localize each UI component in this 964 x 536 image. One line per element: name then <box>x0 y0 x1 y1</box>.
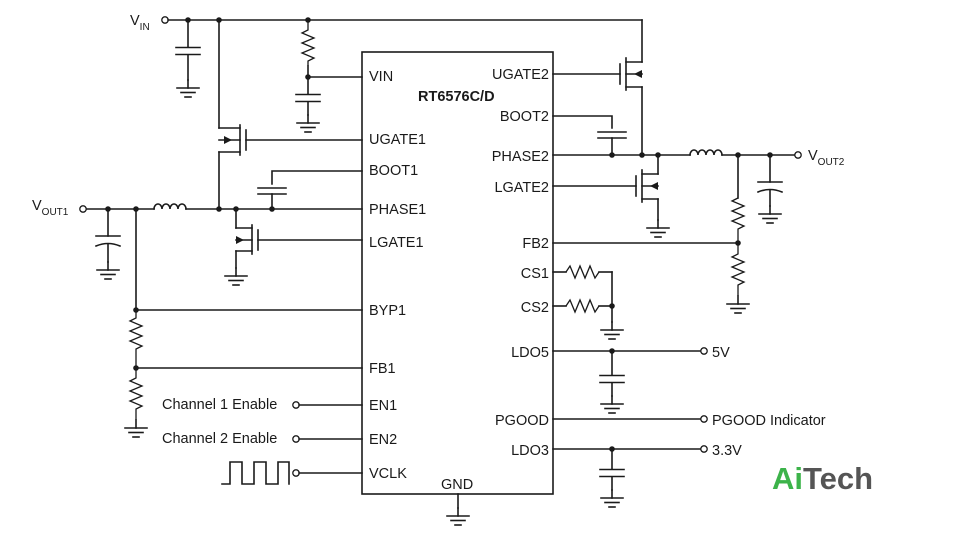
ldo3-ground <box>600 489 624 508</box>
vout1-label: VOUT1 <box>32 198 69 218</box>
control-inputs: Channel 1 Enable Channel 2 Enable <box>162 397 363 485</box>
pin-ldo3: LDO3 <box>511 443 549 459</box>
fb1-lower-resistor <box>128 368 144 420</box>
en1-input-label: Channel 1 Enable <box>162 397 277 413</box>
ldo3-capacitor <box>599 468 625 478</box>
cs1-resistor <box>565 264 600 280</box>
vin-net: VIN <box>130 13 643 133</box>
chip-ground-symbol <box>446 507 470 526</box>
ldo3-output-label: 3.3V <box>712 443 742 459</box>
vin-cap-ground <box>176 79 200 98</box>
cs-ground <box>600 321 624 340</box>
fb2-ground <box>726 295 750 314</box>
pin-boot1: BOOT1 <box>369 163 418 179</box>
vin-input-capacitor <box>175 46 201 56</box>
pin-en2: EN2 <box>369 432 397 448</box>
ldo5-capacitor <box>599 374 625 384</box>
pin-fb2: FB2 <box>522 236 549 252</box>
pgood-output-label: PGOOD Indicator <box>712 413 826 429</box>
q2-ground <box>224 267 248 286</box>
pin-phase2: PHASE2 <box>492 149 549 165</box>
pin-gnd: GND <box>441 477 473 493</box>
fb1-ground <box>124 419 148 438</box>
ldo-outputs: 5V PGOOD Indicator 3.3V <box>552 345 826 508</box>
pin-cs2: CS2 <box>521 300 549 316</box>
vout1-terminal <box>79 205 87 213</box>
pin-lgate1: LGATE1 <box>369 235 424 251</box>
vout2-cap-ground <box>758 205 782 224</box>
channel1-power-stage: VOUT1 <box>32 19 363 438</box>
fb2-lower-resistor <box>730 243 746 296</box>
fb1-upper-resistor <box>128 310 144 368</box>
current-sense-network <box>552 264 624 340</box>
pin-lgate2: LGATE2 <box>494 180 549 196</box>
ldo5-ground <box>600 395 624 414</box>
chip-name: RT6576C/D <box>418 89 495 105</box>
fb2-upper-resistor <box>730 197 746 243</box>
ldo5-output-label: 5V <box>712 345 730 361</box>
vin-label: VIN <box>130 13 150 33</box>
en2-input-label: Channel 2 Enable <box>162 431 277 447</box>
channel2-power-stage: VOUT2 <box>552 19 845 314</box>
vout2-label: VOUT2 <box>808 148 845 168</box>
l2-inductor <box>689 149 723 156</box>
cs2-resistor <box>565 298 600 314</box>
vin-filter-capacitor <box>295 93 321 103</box>
pin-ugate1: UGATE1 <box>369 132 426 148</box>
pin-byp1: BYP1 <box>369 303 406 319</box>
vin-filter-ground <box>296 114 320 133</box>
pin-pgood: PGOOD <box>495 413 549 429</box>
pin-vin: VIN <box>369 69 393 85</box>
q4-ground <box>646 219 670 238</box>
pin-en1: EN1 <box>369 398 397 414</box>
pin-vclk: VCLK <box>369 466 407 482</box>
pin-phase1: PHASE1 <box>369 202 426 218</box>
pin-cs1: CS1 <box>521 266 549 282</box>
vclk-clock-waveform <box>221 461 290 485</box>
ldo5-terminal <box>700 347 708 355</box>
vout1-cap-ground <box>96 261 120 280</box>
vout2-terminal <box>794 151 802 159</box>
aitech-logo: AiTech <box>772 461 873 496</box>
ldo3-terminal <box>700 445 708 453</box>
pin-boot2: BOOT2 <box>500 109 549 125</box>
pin-fb1: FB1 <box>369 361 396 377</box>
vin-filter-resistor <box>300 20 316 66</box>
chip-body <box>361 51 554 495</box>
pgood-terminal <box>700 415 708 423</box>
pin-ldo5: LDO5 <box>511 345 549 361</box>
pin-ugate2: UGATE2 <box>492 67 549 83</box>
l1-inductor <box>153 203 187 210</box>
